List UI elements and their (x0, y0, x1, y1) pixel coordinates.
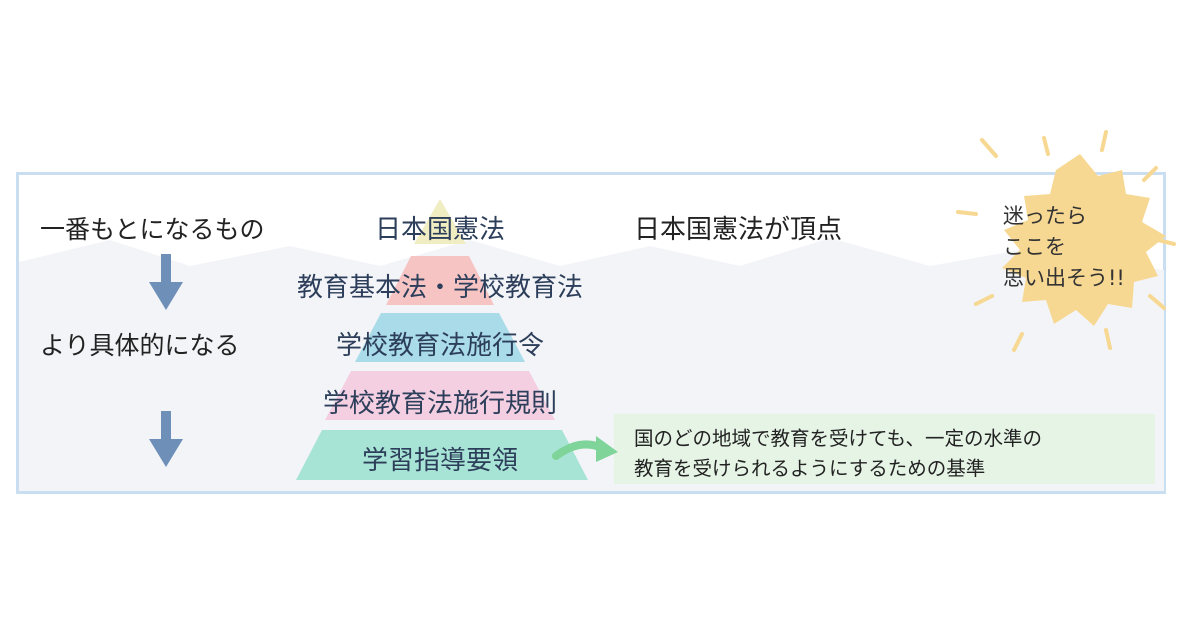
pyramid-level-3 (355, 313, 525, 362)
callout-line-2: ここを (1003, 235, 1066, 259)
guideline-note-box: 国のどの地域で教育を受けても、一定の水準の 教育を受けられるようにするための基準 (614, 414, 1155, 484)
label-most-fundamental: 一番もとになるもの (40, 215, 265, 244)
curved-arrow-icon (552, 436, 618, 462)
guideline-note-line-1: 国のどの地域で教育を受けても、一定の水準の (634, 427, 1042, 450)
level-label-constitution: 日本国憲法 (374, 215, 505, 245)
apex-note: 日本国憲法が頂点 (634, 215, 843, 245)
callout-line-1: 迷ったら (1003, 204, 1087, 228)
pyramid-level-4 (325, 371, 555, 420)
level-label-curriculum-guidelines: 学習指導要領 (361, 446, 518, 476)
label-more-specific: より具体的になる (40, 331, 240, 360)
pyramid-level-2 (386, 256, 494, 305)
down-arrow-upper (149, 254, 183, 310)
starburst-callout (956, 130, 1176, 352)
level-label-enforcement-rules: 学校教育法施行規則 (322, 389, 557, 419)
level-label-basic-act: 教育基本法・学校教育法 (296, 273, 583, 303)
callout-line-3: 思い出そう!! (1003, 266, 1125, 290)
pyramid-level-5 (296, 430, 588, 480)
down-arrow-lower (149, 411, 183, 467)
level-label-enforcement-order: 学校教育法施行令 (335, 331, 544, 361)
pyramid-level-1 (414, 199, 466, 244)
guideline-note-line-2: 教育を受けられるようにするための基準 (634, 457, 986, 480)
